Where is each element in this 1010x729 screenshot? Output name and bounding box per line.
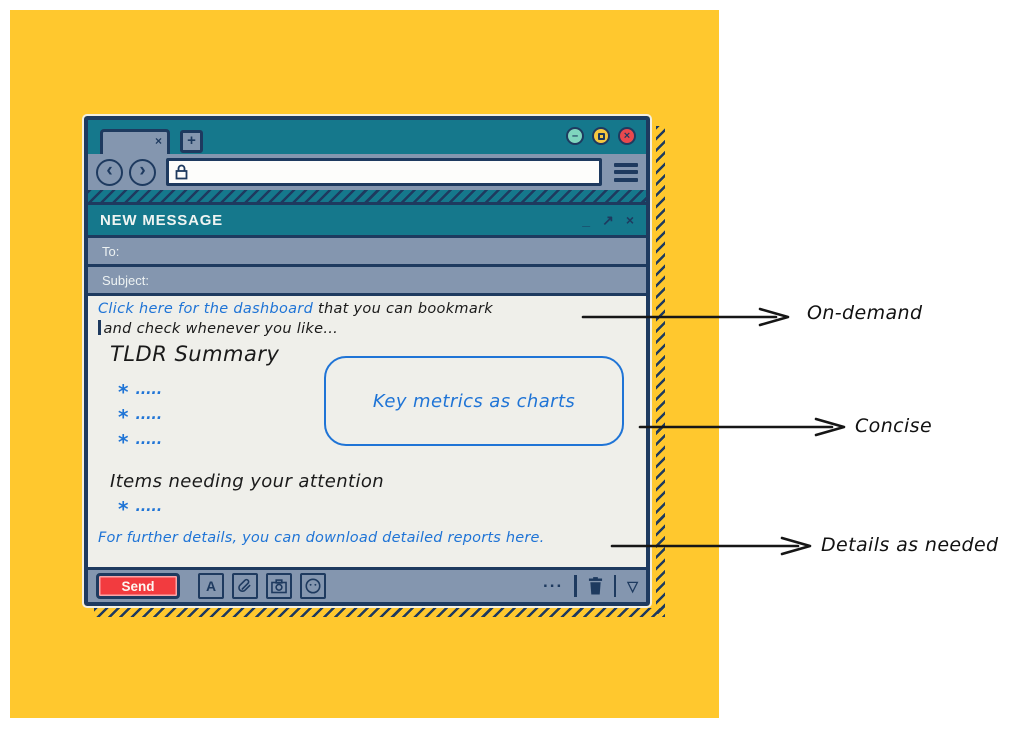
compose-window-controls: _ ↗ ×	[582, 213, 634, 227]
trash-icon[interactable]	[588, 577, 603, 595]
to-field[interactable]: To:	[88, 235, 646, 264]
compose-title: NEW MESSAGE	[100, 211, 223, 229]
dashboard-link[interactable]: Click here for the dashboard	[98, 301, 314, 317]
asterisk-bullet-icon: *	[118, 430, 129, 454]
divider	[613, 575, 617, 597]
compose-minimize-icon[interactable]: _	[582, 212, 591, 228]
insert-emoji-button[interactable]	[300, 573, 326, 599]
tab-close-icon[interactable]: ×	[154, 134, 162, 148]
forward-button[interactable]: ›	[129, 158, 156, 186]
insert-photo-button[interactable]	[266, 573, 292, 599]
address-bar[interactable]	[166, 158, 602, 186]
compose-title-bar: NEW MESSAGE _ ↗ ×	[88, 202, 646, 235]
to-label: To:	[102, 243, 120, 259]
minimize-button[interactable]: –	[566, 127, 584, 145]
menu-icon[interactable]	[614, 162, 638, 182]
tab-strip: × + – ×	[88, 120, 646, 154]
paperclip-icon	[238, 578, 251, 593]
format-a-icon: A	[205, 578, 217, 594]
key-metrics-callout-box: Key metrics as charts	[324, 356, 624, 446]
close-button[interactable]: ×	[618, 127, 636, 145]
compose-toolbar: Send A	[88, 567, 646, 602]
key-metrics-label: Key metrics as charts	[372, 390, 576, 412]
list-item: *.....	[118, 430, 163, 454]
body-line-1: Click here for the dashboard that you ca…	[98, 301, 493, 317]
text-cursor	[98, 320, 101, 335]
tldr-heading: TLDR Summary	[110, 342, 280, 366]
subject-field[interactable]: Subject:	[88, 264, 646, 293]
asterisk-bullet-icon: *	[118, 405, 129, 429]
more-options-icon[interactable]: ...	[543, 571, 564, 591]
toolbar-right-group: ... ▽	[543, 571, 638, 597]
camera-icon	[271, 578, 287, 593]
message-body[interactable]: Click here for the dashboard that you ca…	[88, 293, 646, 567]
annotation-concise: Concise	[855, 415, 933, 437]
detailed-reports-link[interactable]: For further details, you can download de…	[98, 530, 545, 546]
dropdown-icon[interactable]: ▽	[627, 577, 638, 594]
compose-close-icon[interactable]: ×	[625, 212, 634, 228]
lock-icon	[175, 164, 188, 180]
list-item: *.....	[118, 405, 163, 429]
body-line-1-rest: that you can bookmark	[313, 301, 493, 317]
divider	[574, 575, 577, 597]
browser-toolbar: ‹ ›	[88, 154, 646, 190]
new-tab-button[interactable]: +	[180, 130, 203, 153]
window-shadow-bottom	[94, 608, 665, 617]
format-button[interactable]: A	[198, 573, 224, 599]
window-controls: – ×	[566, 127, 636, 145]
subject-label: Subject:	[102, 272, 149, 288]
back-button[interactable]: ‹	[96, 158, 123, 186]
compose-popout-icon[interactable]: ↗	[602, 212, 614, 228]
maximize-button[interactable]	[592, 127, 610, 145]
body-line-2: and check whenever you like...	[98, 320, 338, 337]
smiley-icon	[305, 578, 321, 594]
asterisk-bullet-icon: *	[118, 497, 129, 521]
list-item: *.....	[118, 497, 163, 521]
close-icon: ×	[623, 130, 631, 142]
attach-button[interactable]	[232, 573, 258, 599]
list-item: *.....	[118, 380, 163, 404]
browser-tab[interactable]: ×	[100, 129, 170, 154]
square-icon	[597, 132, 605, 140]
window-shadow-right	[656, 126, 665, 614]
send-button[interactable]: Send	[96, 573, 180, 599]
asterisk-bullet-icon: *	[118, 380, 129, 404]
annotation-on-demand: On-demand	[807, 302, 923, 324]
hatched-divider	[88, 190, 646, 202]
annotation-details-as-needed: Details as needed	[821, 534, 999, 556]
browser-window: × + – × ‹ › NEW M	[82, 114, 652, 608]
attention-heading: Items needing your attention	[110, 471, 385, 492]
minus-icon: –	[571, 130, 579, 142]
